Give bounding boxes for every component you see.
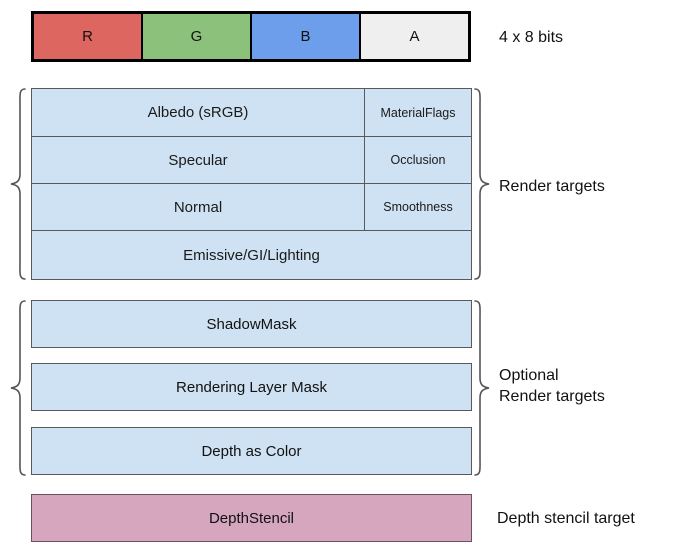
channel-label-a: A	[409, 28, 420, 45]
channel-cell-b: B	[252, 14, 361, 59]
render-target-cell-albedo: Albedo (sRGB)	[31, 88, 364, 137]
channel-strip-side-label: 4 x 8 bits	[499, 29, 564, 46]
render-target-label-normal: Normal	[173, 198, 223, 216]
optional-render-target-label-shadowmask: ShadowMask	[206, 315, 297, 333]
optional-render-targets-side-label: Optional Render targets	[499, 367, 605, 406]
channel-cell-a: A	[361, 14, 468, 59]
render-target-row-normal: Normal Smoothness	[31, 183, 472, 231]
render-target-label-specular: Specular	[168, 151, 228, 169]
render-target-label-smoothness: Smoothness	[383, 200, 453, 214]
channel-label-g: G	[190, 28, 203, 45]
optional-render-targets-right-brace	[473, 299, 491, 477]
render-target-row-specular: Specular Occlusion	[31, 136, 472, 184]
render-target-cell-occlusion: Occlusion	[364, 136, 472, 184]
depth-stencil-side-label: Depth stencil target	[497, 510, 635, 527]
depth-stencil-box-label: DepthStencil	[208, 509, 295, 527]
render-target-label-emissive: Emissive/GI/Lighting	[183, 246, 320, 264]
render-target-cell-smoothness: Smoothness	[364, 183, 472, 231]
render-target-row-albedo: Albedo (sRGB) MaterialFlags	[31, 88, 472, 137]
optional-render-target-rendering-layer-mask: Rendering Layer Mask	[31, 363, 472, 411]
channel-label-r: R	[82, 28, 93, 45]
render-target-label-materialflags: MaterialFlags	[380, 105, 456, 120]
optional-render-targets-left-brace	[9, 299, 27, 477]
render-target-cell-normal: Normal	[31, 183, 364, 231]
render-targets-left-brace	[9, 87, 27, 281]
channel-label-b: B	[300, 28, 311, 45]
channel-cell-g: G	[143, 14, 252, 59]
render-target-label-occlusion: Occlusion	[390, 153, 446, 167]
render-targets-side-label: Render targets	[499, 178, 605, 195]
render-target-cell-specular: Specular	[31, 136, 364, 184]
render-target-label-albedo: Albedo (sRGB)	[147, 104, 249, 121]
optional-render-target-depth-as-color: Depth as Color	[31, 427, 472, 475]
optional-render-target-label-depth-as-color: Depth as Color	[201, 442, 302, 460]
render-target-cell-materialflags: MaterialFlags	[364, 88, 472, 137]
rgba-channel-strip: R G B A	[31, 11, 471, 62]
depth-stencil-box: DepthStencil	[31, 494, 472, 542]
render-targets-right-brace	[473, 87, 491, 281]
channel-cell-r: R	[34, 14, 143, 59]
render-target-row-emissive: Emissive/GI/Lighting	[31, 230, 472, 280]
optional-render-target-label-rendering-layer-mask: Rendering Layer Mask	[176, 378, 327, 396]
optional-render-target-shadowmask: ShadowMask	[31, 300, 472, 348]
